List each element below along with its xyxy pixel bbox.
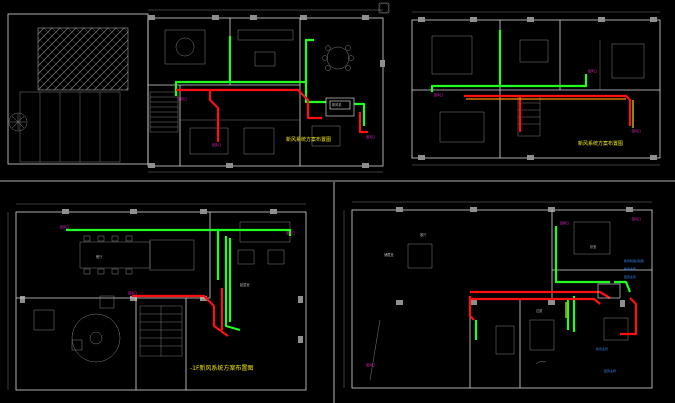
svg-text:回风口: 回风口 bbox=[178, 97, 187, 101]
svg-text:回风口: 回风口 bbox=[286, 231, 295, 235]
svg-text:新风主管: 新风主管 bbox=[624, 266, 636, 271]
svg-text:餐厅: 餐厅 bbox=[96, 254, 103, 259]
svg-text:起居室: 起居室 bbox=[240, 282, 250, 287]
stair bbox=[149, 91, 179, 133]
panel-plan-3: 回风口 回风口 回风口 餐厅 起居室 -1F新风系统方案布置图 bbox=[7, 203, 307, 391]
fresh-air-duct bbox=[174, 36, 232, 96]
svg-text:回风口: 回风口 bbox=[212, 143, 221, 147]
svg-text:新风主管: 新风主管 bbox=[596, 346, 608, 351]
panel-1-caption: 新风系统方案布置图 bbox=[286, 136, 331, 143]
svg-text:回风口: 回风口 bbox=[632, 217, 641, 221]
svg-text:回风口: 回风口 bbox=[632, 129, 641, 133]
panel-plan-2: 回风口 回风口 回风口 新风系统方案布置图 bbox=[411, 11, 661, 166]
svg-text:回风口: 回风口 bbox=[434, 93, 443, 97]
fresh-air-unit: 新风机 bbox=[325, 97, 355, 117]
exhaust-air-duct bbox=[176, 88, 322, 120]
svg-text:回风口: 回风口 bbox=[588, 69, 597, 73]
svg-text:回风主管: 回风主管 bbox=[604, 368, 616, 373]
panel-3-caption: -1F新风系统方案布置图 bbox=[190, 364, 253, 372]
svg-text:回风口: 回风口 bbox=[560, 221, 569, 225]
svg-text:回风口: 回风口 bbox=[366, 135, 375, 139]
svg-text:回风口: 回风口 bbox=[60, 225, 69, 229]
svg-text:客厅: 客厅 bbox=[420, 232, 427, 237]
svg-text:储藏室: 储藏室 bbox=[384, 252, 394, 257]
svg-text:新风机组(吊装): 新风机组(吊装) bbox=[624, 258, 644, 263]
svg-text:卧室: 卧室 bbox=[590, 244, 596, 249]
svg-text:新风机: 新风机 bbox=[332, 102, 342, 107]
svg-text:回风主管: 回风主管 bbox=[624, 274, 636, 279]
svg-text:过道: 过道 bbox=[536, 308, 543, 313]
svg-text:回风口: 回风口 bbox=[128, 291, 137, 295]
panel-plan-1: 新风机 回风口 回风口 回风口 新风系统方案布置图 bbox=[7, 2, 390, 173]
panel-2-caption: 新风系统方案布置图 bbox=[578, 140, 623, 147]
fresh-air-unit-2 bbox=[597, 283, 621, 299]
panel-plan-4: 回风口 回风口 回风口 客厅 储藏室 卧室 过道 新风机组(吊装) 新风主管 回… bbox=[343, 201, 653, 389]
herringbone-floor bbox=[37, 27, 129, 91]
svg-text:回风口: 回风口 bbox=[366, 363, 375, 367]
